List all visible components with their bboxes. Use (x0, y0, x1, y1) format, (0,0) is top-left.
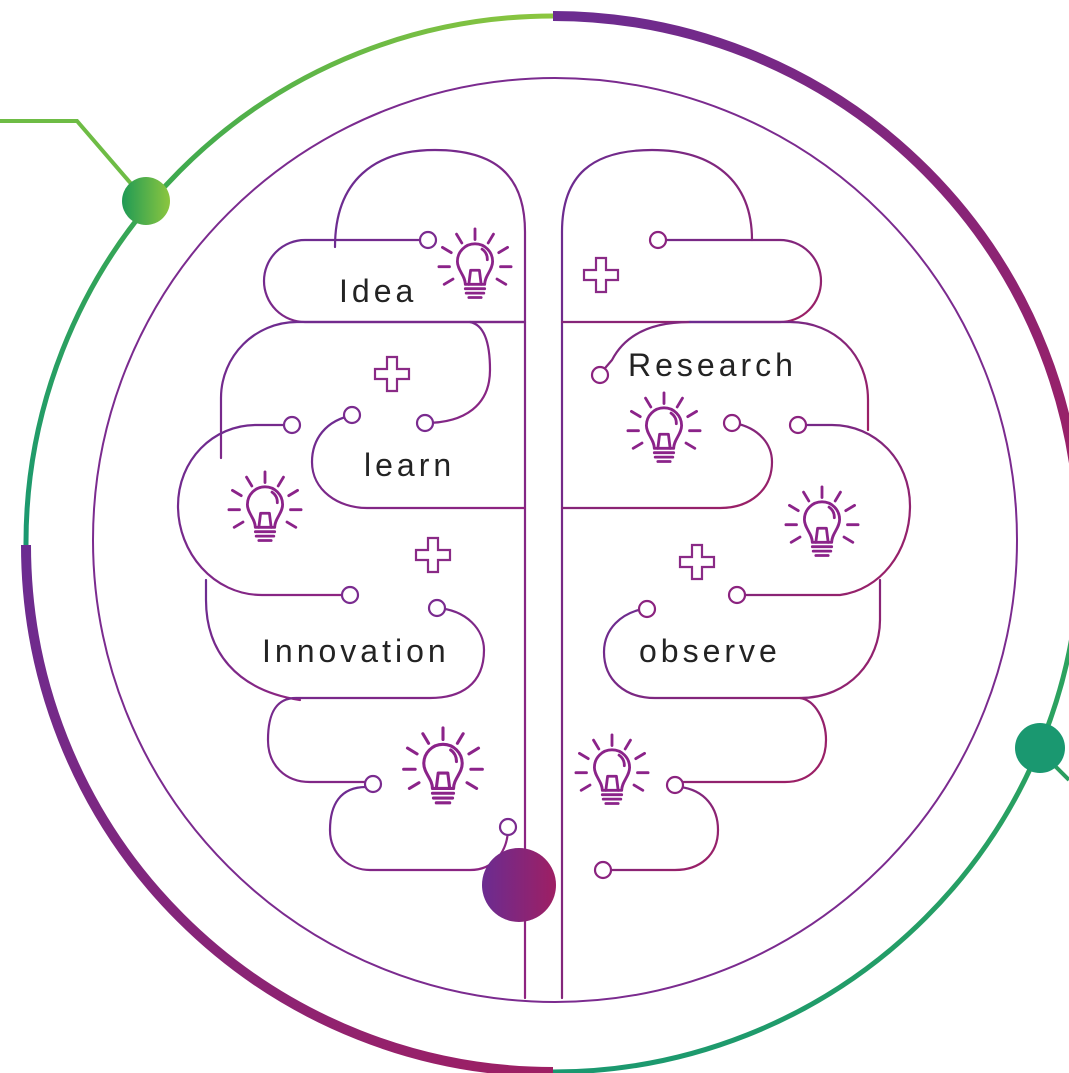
inner-circle (92, 77, 1018, 1003)
plus-icon (678, 543, 716, 581)
plus-icon (373, 355, 411, 393)
lightbulb-icon (437, 227, 513, 299)
outer-ring-arc-green-top (23, 13, 554, 546)
label-research: Research (628, 347, 797, 383)
brain-stem (333, 148, 754, 1000)
lightbulb-icon (626, 391, 702, 463)
outer-ring-arc-purple-bottom (21, 544, 554, 1073)
label-learn: learn (364, 447, 455, 483)
dot-purple-bottom (482, 848, 556, 922)
plus-icon (582, 256, 620, 294)
dot-green-top-left (122, 177, 170, 225)
lightbulb-icon (574, 733, 650, 805)
outer-ring-arc-green-bottom (552, 638, 1069, 1073)
lightbulb-icon (402, 726, 484, 805)
label-innovation: Innovation (262, 633, 450, 669)
dot-green-right (1015, 723, 1065, 773)
label-idea: Idea (339, 273, 417, 309)
outer-ring-arc-purple-top (552, 11, 1069, 465)
lightbulb-icon (784, 485, 860, 557)
connector-line-top-left (0, 119, 148, 203)
label-observe: observe (639, 633, 781, 669)
plus-icon (414, 536, 452, 574)
brain-left-hemisphere (176, 238, 527, 872)
lightbulb-icon (227, 470, 303, 542)
outer-ring (21, 11, 1069, 1073)
brain-right-hemisphere (560, 238, 912, 872)
connector-nodes (282, 230, 808, 880)
